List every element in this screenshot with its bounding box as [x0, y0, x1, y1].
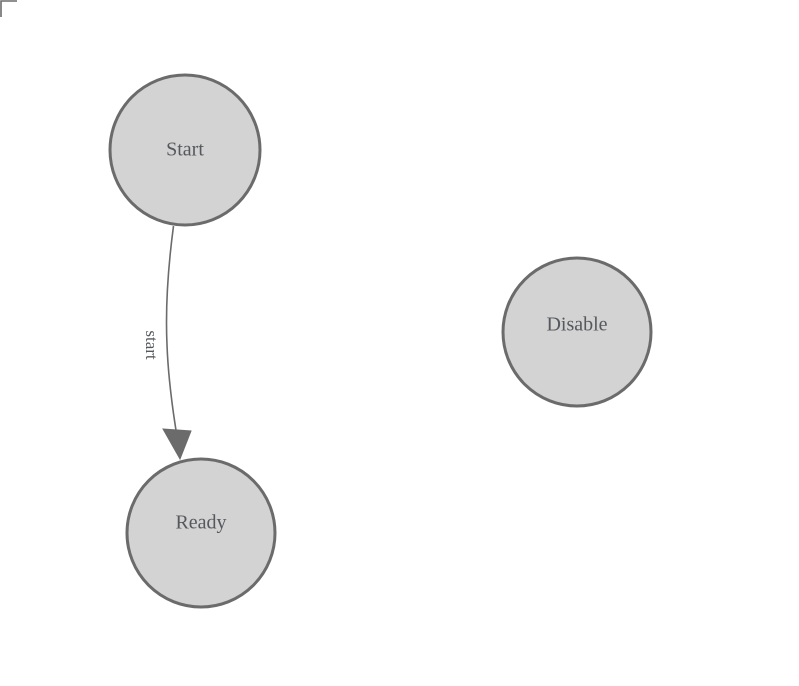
state-node-ready-label: Ready: [175, 512, 226, 534]
state-node-start-circle: [108, 73, 262, 227]
state-node-disable[interactable]: Disable: [501, 256, 653, 408]
edge-start-to-ready[interactable]: start: [142, 225, 192, 461]
state-node-start-label: Start: [166, 139, 204, 161]
state-node-ready[interactable]: Ready: [125, 457, 277, 609]
state-node-start[interactable]: Start: [108, 73, 262, 227]
edge-path: [165, 225, 181, 453]
state-node-disable-label: Disable: [546, 314, 607, 336]
arrowhead-icon: [162, 428, 192, 461]
top-left-corner-mark: [0, 0, 17, 17]
state-node-disable-circle: [501, 256, 653, 408]
edge-label-start: start: [142, 330, 161, 360]
state-node-ready-circle: [125, 457, 277, 609]
